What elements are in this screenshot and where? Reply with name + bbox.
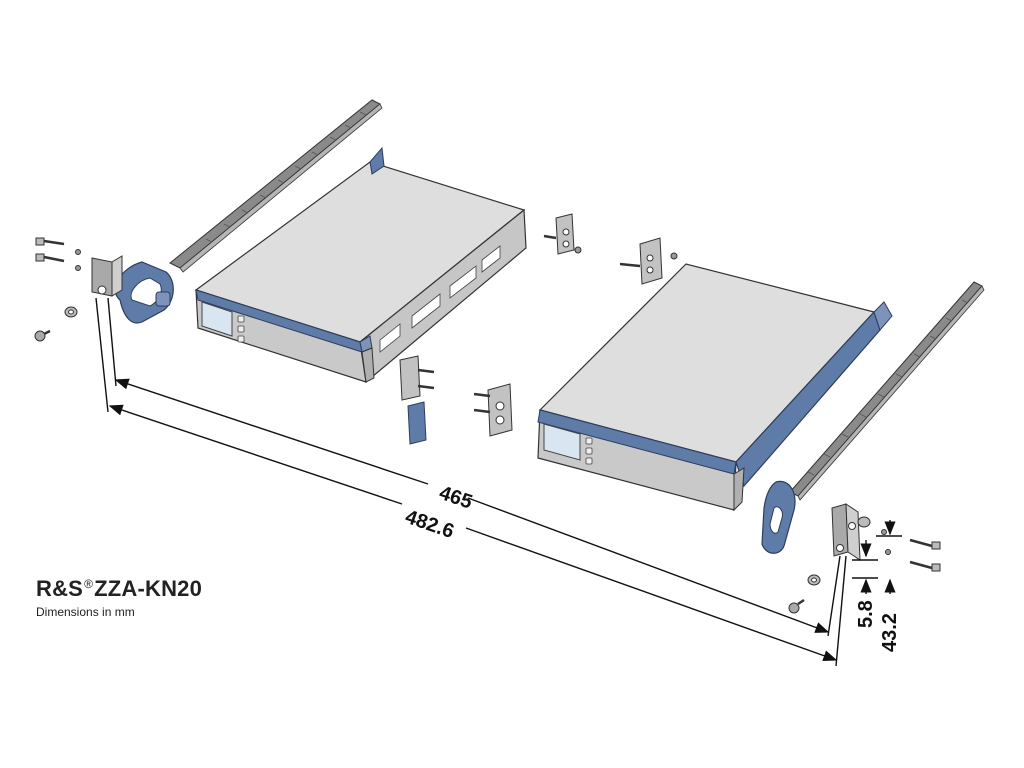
registered-mark: ®	[84, 577, 94, 591]
units-note: Dimensions in mm	[36, 605, 135, 619]
dim-58-label: 5.8	[855, 600, 877, 628]
dim-4826-line-a	[108, 404, 403, 505]
dim-4826-label: 482.6	[402, 506, 456, 543]
right-instrument	[537, 263, 893, 512]
dim-465-line-b	[467, 497, 830, 633]
right-slide-rail	[789, 281, 985, 501]
right-mounting-bracket	[831, 503, 861, 561]
rear-bracket-left	[543, 213, 582, 255]
left-mounting-bracket	[91, 255, 123, 297]
left-screws	[34, 237, 81, 342]
front-bracket-right	[473, 383, 513, 437]
brand-prefix: R&S	[36, 576, 84, 601]
dim-465-line-a	[114, 378, 429, 485]
left-slide-rail	[169, 99, 383, 273]
dim-4826-line-b	[465, 527, 838, 662]
dim-432-label: 43.2	[879, 613, 901, 652]
rear-bracket-right	[619, 237, 678, 285]
right-screws	[788, 516, 941, 614]
model-number: ZZA-KN20	[94, 576, 203, 601]
product-name: R&S®ZZA-KN20	[36, 576, 202, 602]
dimension-lines	[95, 297, 902, 667]
right-handle	[761, 480, 796, 554]
front-bracket-left	[399, 355, 435, 445]
left-instrument	[194, 146, 527, 384]
caption-block: R&S®ZZA-KN20 Dimensions in mm	[36, 576, 202, 619]
left-handle	[114, 261, 174, 324]
dim-465-label: 465	[436, 482, 475, 514]
